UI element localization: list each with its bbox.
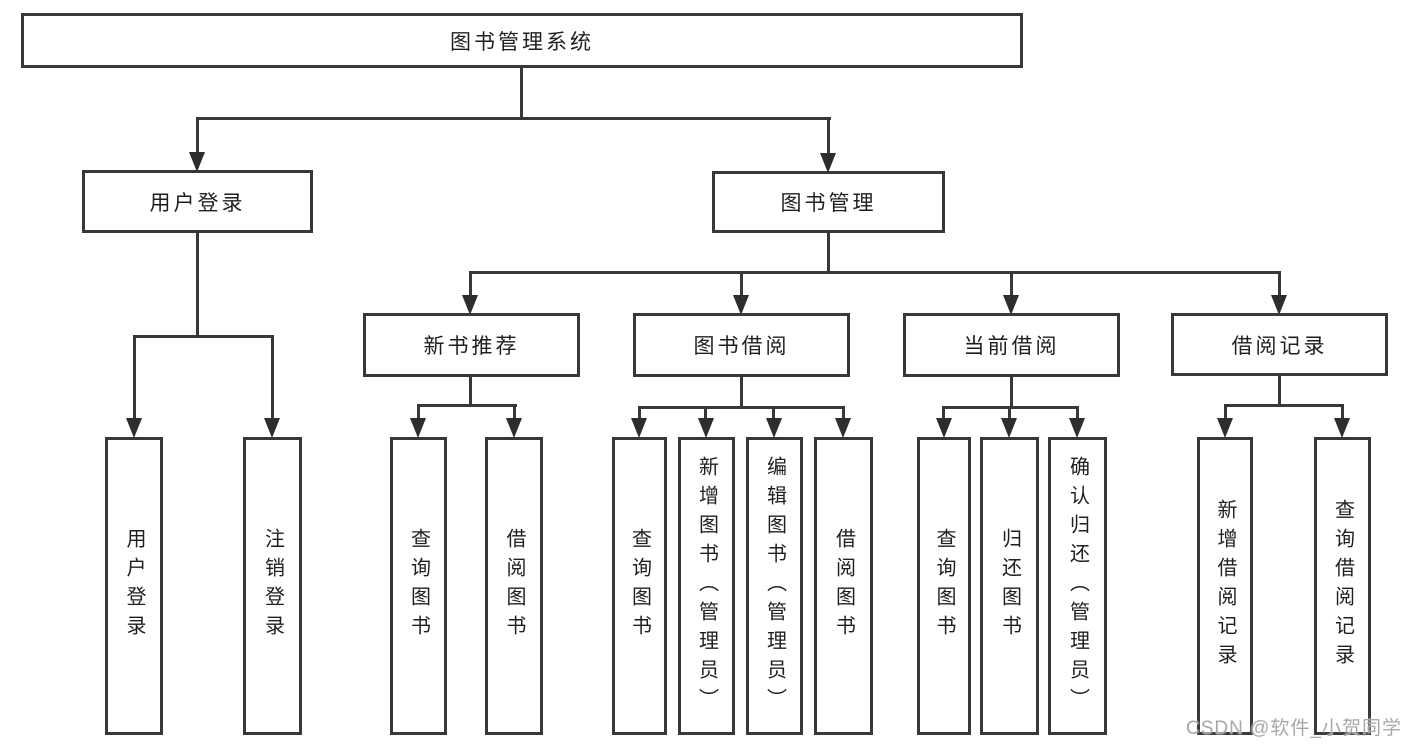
- arrow-down-icon: [835, 418, 851, 438]
- node-new-book-recommendation: 新书推荐: [363, 313, 580, 377]
- connector: [133, 335, 274, 338]
- node-current-borrowing: 当前借阅: [903, 313, 1120, 377]
- leaf-label: 确认归还（管理员）: [1066, 455, 1089, 717]
- connector: [469, 271, 472, 297]
- connector: [417, 404, 517, 407]
- arrow-down-icon: [1271, 295, 1287, 315]
- leaf-label: 用户登录: [123, 528, 145, 644]
- connector: [1278, 271, 1281, 297]
- connector: [772, 406, 775, 421]
- node-root-label: 图书管理系统: [450, 30, 594, 54]
- arrow-down-icon: [1001, 418, 1017, 438]
- leaf-query-books-borrowing: 查询图书: [612, 437, 667, 735]
- leaf-add-book-admin: 新增图书（管理员）: [678, 437, 735, 735]
- connector: [638, 406, 641, 421]
- leaf-label: 查询借阅记录: [1331, 499, 1354, 673]
- leaf-label: 查询图书: [628, 528, 651, 644]
- node-borrowing-records: 借阅记录: [1171, 313, 1388, 376]
- node-current-borrowing-label: 当前借阅: [963, 335, 1060, 358]
- leaf-label: 查询图书: [933, 528, 955, 644]
- leaf-query-books-current: 查询图书: [917, 437, 971, 735]
- connector: [942, 406, 945, 421]
- leaf-label: 注销登录: [261, 528, 284, 644]
- connector: [271, 335, 274, 420]
- connector: [469, 271, 1281, 274]
- connector: [740, 271, 743, 297]
- connector: [1341, 404, 1344, 421]
- leaf-query-borrow-record: 查询借阅记录: [1314, 437, 1371, 735]
- arrow-down-icon: [410, 418, 426, 438]
- connector: [704, 406, 707, 421]
- connector: [1010, 377, 1013, 409]
- csdn-watermark: CSDN @软件_小贺同学: [1186, 718, 1402, 739]
- arrow-down-icon: [1003, 295, 1019, 315]
- node-user-login: 用户登录: [82, 170, 313, 233]
- connector: [196, 117, 199, 155]
- connector: [638, 406, 845, 409]
- connector: [842, 406, 845, 421]
- leaf-label: 新增借阅记录: [1214, 499, 1236, 673]
- arrow-down-icon: [264, 418, 280, 438]
- connector: [196, 117, 831, 120]
- leaf-label: 借阅图书: [503, 528, 525, 644]
- arrow-down-icon: [506, 418, 522, 438]
- node-book-borrowing-label: 图书借阅: [693, 335, 790, 358]
- leaf-label: 查询图书: [407, 528, 430, 644]
- arrow-down-icon: [936, 418, 952, 438]
- connector: [513, 404, 516, 421]
- leaf-borrow-books: 借阅图书: [814, 437, 873, 735]
- leaf-confirm-return-admin: 确认归还（管理员）: [1048, 437, 1107, 735]
- leaf-query-books-recommend: 查询图书: [390, 437, 447, 735]
- connector: [1010, 271, 1013, 297]
- leaf-borrow-books-recommend: 借阅图书: [485, 437, 543, 735]
- node-book-management-label: 图书管理: [780, 192, 877, 215]
- leaf-label: 借阅图书: [832, 528, 855, 644]
- arrow-down-icon: [462, 295, 478, 315]
- arrow-down-icon: [698, 418, 714, 438]
- arrow-down-icon: [189, 152, 205, 172]
- leaf-add-borrow-record: 新增借阅记录: [1197, 437, 1253, 735]
- leaf-logout: 注销登录: [243, 437, 302, 735]
- arrow-down-icon: [766, 418, 782, 438]
- connector: [1224, 404, 1227, 421]
- arrow-down-icon: [1217, 418, 1233, 438]
- arrow-down-icon: [126, 418, 142, 438]
- arrow-down-icon: [820, 153, 836, 173]
- connector: [133, 335, 136, 420]
- leaf-label: 新增图书（管理员）: [695, 455, 718, 717]
- arrow-down-icon: [733, 295, 749, 315]
- connector: [1076, 406, 1079, 421]
- connector: [520, 66, 523, 118]
- connector: [1008, 406, 1011, 421]
- connector: [1224, 404, 1344, 407]
- node-book-borrowing: 图书借阅: [633, 313, 850, 377]
- leaf-label: 归还图书: [998, 528, 1021, 644]
- arrow-down-icon: [631, 418, 647, 438]
- leaf-user-login: 用户登录: [105, 437, 163, 735]
- node-user-login-label: 用户登录: [149, 191, 246, 215]
- connector: [740, 377, 743, 409]
- connector: [196, 233, 199, 338]
- node-borrowing-records-label: 借阅记录: [1231, 334, 1328, 358]
- arrow-down-icon: [1334, 418, 1350, 438]
- leaf-label: 编辑图书（管理员）: [763, 455, 786, 717]
- node-new-book-recommendation-label: 新书推荐: [423, 335, 520, 358]
- node-root: 图书管理系统: [21, 13, 1023, 68]
- leaf-return-books: 归还图书: [980, 437, 1039, 735]
- node-book-management: 图书管理: [712, 171, 945, 233]
- arrow-down-icon: [1069, 418, 1085, 438]
- connector: [827, 117, 830, 156]
- leaf-edit-book-admin: 编辑图书（管理员）: [746, 437, 803, 735]
- connector: [417, 404, 420, 421]
- connector: [827, 233, 830, 274]
- connector: [1278, 376, 1281, 407]
- connector: [469, 377, 472, 407]
